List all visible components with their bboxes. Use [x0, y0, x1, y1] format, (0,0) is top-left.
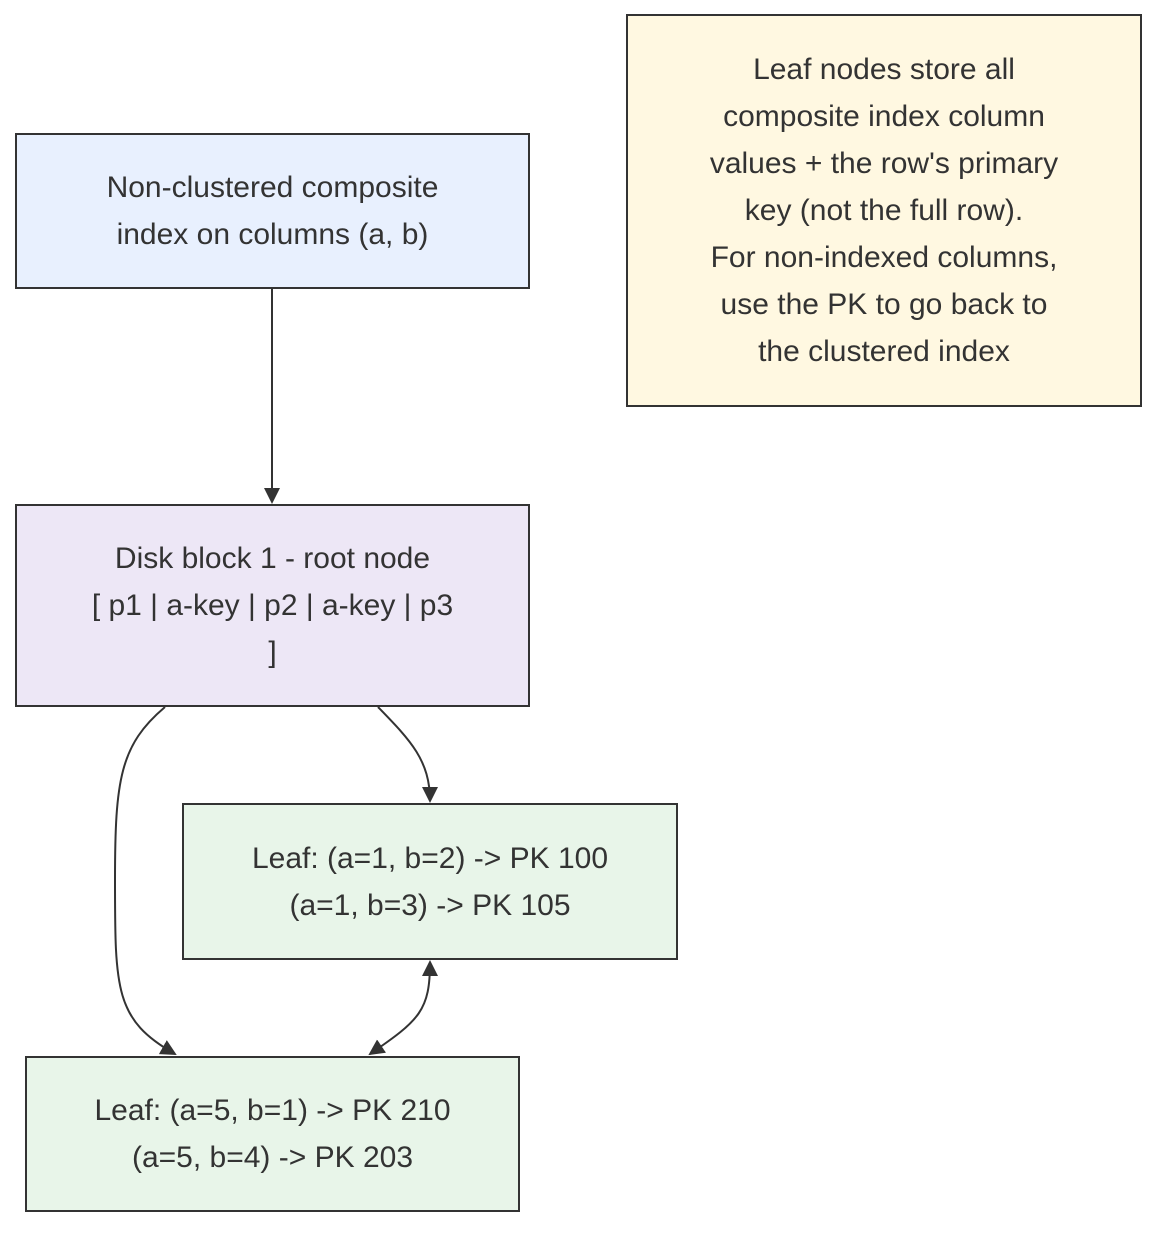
node-leaf2-line: (a=5, b=4) -> PK 203 — [131, 1141, 413, 1174]
node-index-line: index on columns (a, b) — [116, 218, 429, 251]
edge-root-to-leaf1 — [377, 706, 438, 803]
node-note-line: Leaf nodes store all — [753, 53, 1015, 86]
edge-leaf1-leaf2-bidirectional — [368, 960, 438, 1056]
node-index-line: Non-clustered composite — [106, 171, 439, 204]
edge-root-to-leaf2 — [113, 706, 177, 1055]
node-leaf1-line: (a=1, b=3) -> PK 105 — [289, 888, 571, 922]
node-root-line: [ p1 | a-key | p2 | a-key | p3 — [91, 589, 454, 622]
node-note-line: the clustered index — [758, 335, 1010, 368]
node-leaf2-line: Leaf: (a=5, b=1) -> PK 210 — [94, 1094, 451, 1127]
node-leaf-1: Leaf: (a=1, b=2) -> PK 100 (a=1, b=3) ->… — [182, 803, 678, 960]
node-root-line: Disk block 1 - root node — [114, 542, 431, 575]
node-leaf1-line: Leaf: (a=1, b=2) -> PK 100 — [251, 841, 609, 875]
node-nonclustered-index: Non-clustered composite index on columns… — [15, 133, 530, 289]
node-note-line: values + the row's primary — [709, 147, 1059, 180]
node-note-line: key (not the full row). — [744, 194, 1024, 227]
node-note-line: For non-indexed columns, — [710, 241, 1058, 274]
node-leaf-2: Leaf: (a=5, b=1) -> PK 210 (a=5, b=4) ->… — [25, 1056, 520, 1212]
node-note-line: composite index column — [723, 100, 1045, 133]
node-root-line: ] — [268, 636, 277, 669]
node-note: Leaf nodes store all composite index col… — [626, 14, 1142, 407]
node-root-block: Disk block 1 - root node [ p1 | a-key | … — [15, 504, 530, 707]
node-note-line: use the PK to go back to — [720, 288, 1048, 321]
